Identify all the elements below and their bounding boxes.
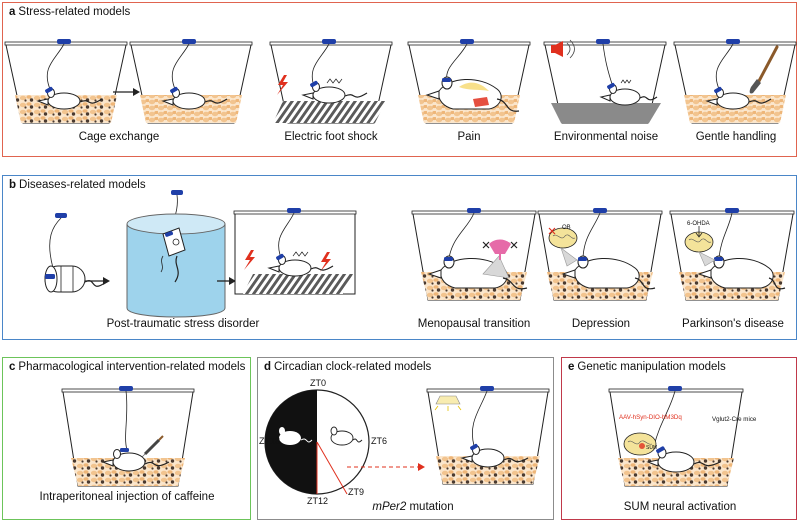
mouse-icon bbox=[36, 86, 103, 110]
lightning-icon bbox=[244, 250, 255, 270]
caption-ptsd: Post-traumatic stress disorder bbox=[106, 318, 260, 330]
brain-icon bbox=[623, 432, 657, 456]
caption-pain: Pain bbox=[457, 131, 481, 143]
caption-menopausal-transition: Menopausal transition bbox=[417, 318, 531, 330]
mouse-icon bbox=[460, 443, 529, 468]
cage-icon bbox=[426, 386, 550, 485]
label-zt18: ZT18 bbox=[259, 436, 281, 446]
lightning-icon bbox=[320, 252, 331, 272]
caption-depression: Depression bbox=[571, 318, 631, 330]
mouse-dark-phase-icon bbox=[279, 427, 313, 445]
caption-electric-foot-shock: Electric foot shock bbox=[284, 131, 378, 143]
arrow-right-icon bbox=[85, 277, 110, 285]
label-sum: SUM bbox=[646, 445, 658, 451]
caption-environmental-noise: Environmental noise bbox=[553, 131, 659, 143]
mouse-icon bbox=[646, 446, 721, 473]
caption-mper2-mutation: mPer2 mutation bbox=[372, 501, 453, 513]
label-zt6: ZT6 bbox=[371, 436, 388, 446]
caption-suffix: mutation bbox=[406, 501, 454, 513]
label-6-ohda: 6-OHDA bbox=[687, 221, 710, 227]
panel-d-illustrations bbox=[264, 386, 550, 495]
panel-c-illustrations bbox=[61, 386, 195, 487]
label-vglut2-cre: Vglut2-Cre mice bbox=[712, 416, 757, 423]
label-zt9: ZT9 bbox=[348, 487, 365, 497]
cage-icon bbox=[269, 39, 393, 124]
cage-icon bbox=[407, 39, 531, 124]
cage-icon bbox=[673, 39, 797, 124]
clock-icon bbox=[264, 389, 370, 495]
mouse-swimming-icon bbox=[160, 227, 186, 283]
caption-gentle-handling: Gentle handling bbox=[695, 131, 777, 143]
panel-a-illustrations bbox=[4, 39, 797, 124]
cage-icon bbox=[669, 208, 795, 301]
caption-caffeine-injection: Intraperitoneal injection of caffeine bbox=[39, 491, 215, 503]
dashed-arrow-icon bbox=[347, 463, 425, 471]
cage-icon bbox=[411, 208, 537, 301]
mouse-light-phase-icon bbox=[330, 426, 363, 446]
mouse-side-icon bbox=[560, 247, 656, 290]
mouse-side-icon bbox=[427, 255, 528, 290]
speaker-icon bbox=[551, 39, 575, 59]
paintbrush-icon bbox=[749, 45, 779, 94]
arrow-right-icon bbox=[113, 88, 140, 96]
mouse-icon bbox=[101, 448, 170, 472]
water-cylinder-icon bbox=[126, 190, 226, 318]
cage-icon bbox=[608, 386, 744, 487]
label-ob: OB bbox=[562, 225, 571, 231]
mouse-icon bbox=[705, 86, 772, 110]
panel-b-illustrations bbox=[44, 190, 795, 318]
mouse-side-icon bbox=[697, 251, 786, 290]
brain-icon bbox=[548, 227, 578, 249]
mouse-icon bbox=[599, 79, 658, 106]
cage-icon bbox=[61, 386, 195, 487]
mouse-icon bbox=[267, 251, 334, 277]
gene-name: mPer2 bbox=[372, 501, 407, 513]
restraint-tube-icon bbox=[44, 213, 104, 293]
mouse-icon bbox=[301, 78, 368, 104]
mouse-side-icon bbox=[425, 76, 520, 112]
label-zt0: ZT0 bbox=[310, 378, 327, 388]
lightning-icon bbox=[277, 75, 288, 95]
cage-icon bbox=[129, 39, 253, 124]
cage-icon bbox=[543, 39, 667, 124]
light-bulb-icon bbox=[434, 395, 462, 411]
label-aav: AAV-hSyn-DIO-hM3Dq bbox=[619, 414, 682, 421]
caption-parkinsons-disease: Parkinson's disease bbox=[682, 318, 784, 330]
arrow-right-icon bbox=[217, 277, 236, 285]
cage-icon bbox=[537, 208, 663, 301]
cage-icon bbox=[4, 39, 128, 124]
caption-cage-exchange: Cage exchange bbox=[78, 131, 160, 143]
panel-e-illustrations bbox=[608, 386, 744, 487]
cage-icon bbox=[233, 208, 357, 295]
label-zt12: ZT12 bbox=[307, 496, 329, 506]
caption-sum-activation: SUM neural activation bbox=[623, 501, 737, 513]
mouse-icon bbox=[161, 86, 228, 110]
uterus-icon bbox=[482, 239, 518, 260]
